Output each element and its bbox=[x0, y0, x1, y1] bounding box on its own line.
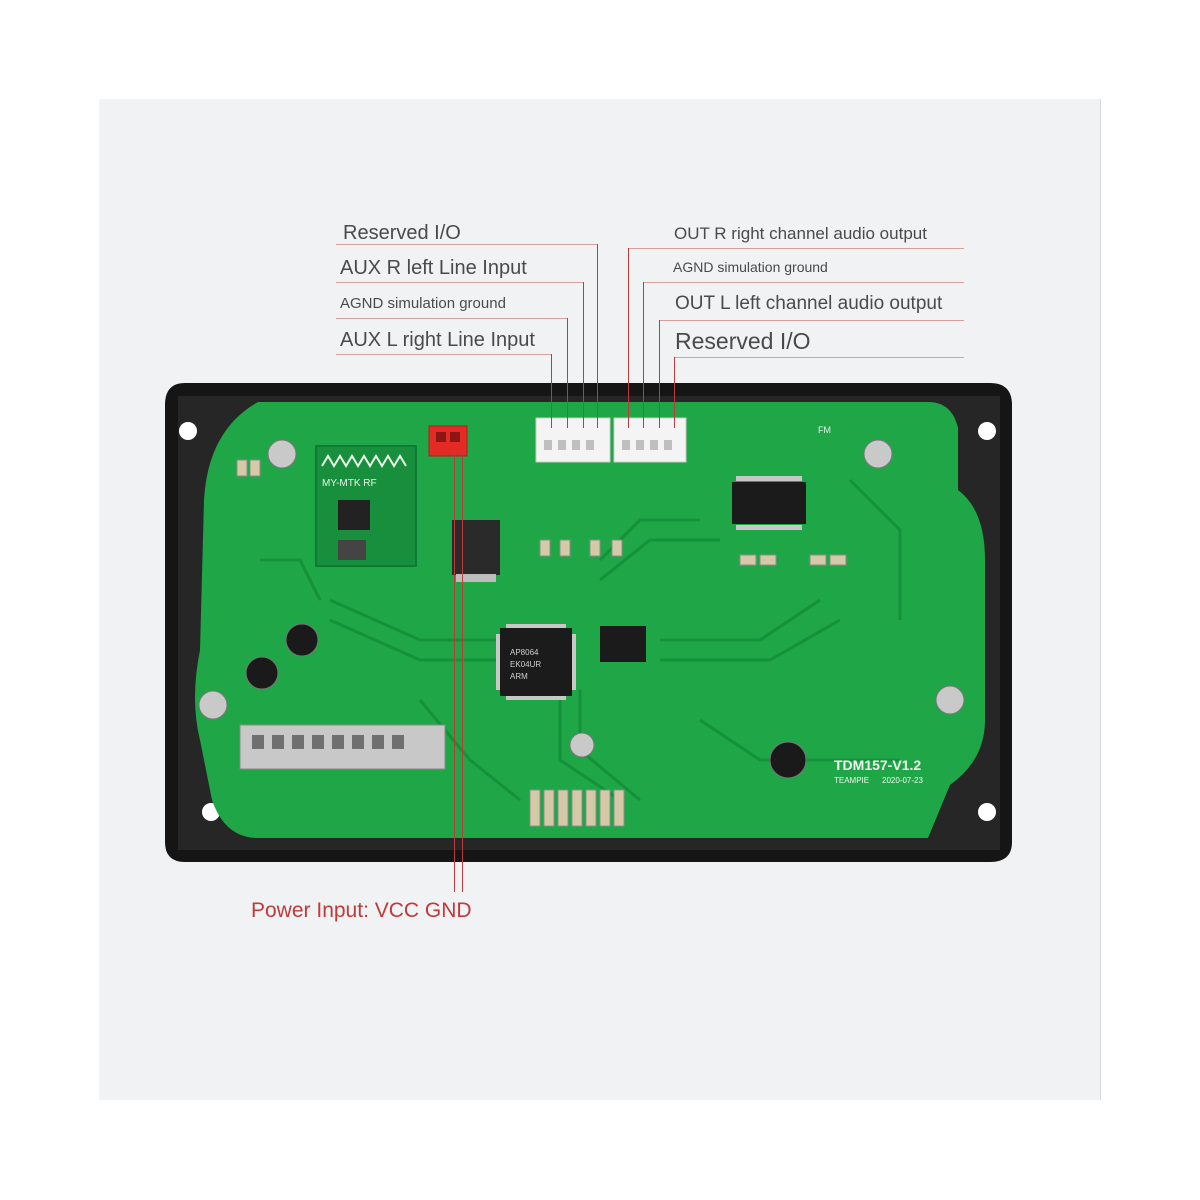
board-fm-label: FM bbox=[818, 425, 831, 435]
lead-power-gnd bbox=[462, 452, 463, 892]
lead-aux-r bbox=[583, 282, 584, 428]
main-chip bbox=[500, 628, 572, 696]
lead-out-l bbox=[659, 320, 660, 428]
svg-text:ARM: ARM bbox=[510, 672, 528, 681]
underline-reserved-io-left bbox=[336, 244, 598, 245]
lead-reserved-io-right bbox=[674, 357, 675, 428]
board-model: TDM157-V1.2 bbox=[834, 757, 921, 773]
board-maker: TEAMPIE bbox=[834, 776, 869, 785]
screw-br bbox=[935, 685, 965, 715]
underline-aux-l bbox=[336, 354, 552, 355]
label-reserved-io-left: Reserved I/O bbox=[343, 222, 461, 244]
capacitor-3 bbox=[769, 741, 807, 779]
lead-agnd-right bbox=[643, 282, 644, 428]
board-date: 2020-07-23 bbox=[882, 776, 923, 785]
screw-tr bbox=[863, 439, 893, 469]
capacitor-2 bbox=[245, 656, 279, 690]
underline-aux-r bbox=[336, 282, 584, 283]
bluetooth-module-label: MY-MTK RF bbox=[322, 478, 377, 489]
frame-hole-tl bbox=[179, 422, 197, 440]
underline-agnd-right bbox=[643, 282, 964, 283]
label-aux-l: AUX L right Line Input bbox=[340, 329, 535, 351]
regulator bbox=[452, 520, 500, 575]
label-agnd-right: AGND simulation ground bbox=[673, 259, 828, 275]
lead-power-vcc bbox=[454, 452, 455, 892]
lead-aux-l bbox=[551, 354, 552, 428]
underline-agnd-left bbox=[336, 318, 568, 319]
frame-hole-br bbox=[978, 803, 996, 821]
lead-out-r bbox=[628, 248, 629, 428]
label-agnd-left: AGND simulation ground bbox=[340, 295, 506, 312]
screw-bl bbox=[198, 690, 228, 720]
svg-text:EK04UR: EK04UR bbox=[510, 660, 541, 669]
lead-agnd-left bbox=[567, 318, 568, 428]
memory-chip bbox=[600, 626, 646, 662]
label-reserved-io-right: Reserved I/O bbox=[675, 328, 811, 354]
label-aux-r: AUX R left Line Input bbox=[340, 257, 527, 279]
svg-text:AP8064: AP8064 bbox=[510, 648, 539, 657]
underline-reserved-io-right bbox=[674, 357, 964, 358]
underline-out-l bbox=[659, 320, 964, 321]
label-out-r: OUT R right channel audio output bbox=[674, 224, 927, 243]
capacitor-1 bbox=[285, 623, 319, 657]
label-out-l: OUT L left channel audio output bbox=[675, 293, 943, 314]
lead-reserved-io-left bbox=[597, 244, 598, 428]
power-connector bbox=[428, 425, 468, 457]
screw-tl bbox=[267, 439, 297, 469]
label-power-input: Power Input: VCC GND bbox=[251, 899, 472, 922]
amplifier-chip bbox=[732, 482, 806, 524]
frame-hole-tr bbox=[978, 422, 996, 440]
underline-out-r bbox=[628, 248, 964, 249]
screw-mid bbox=[569, 732, 595, 758]
